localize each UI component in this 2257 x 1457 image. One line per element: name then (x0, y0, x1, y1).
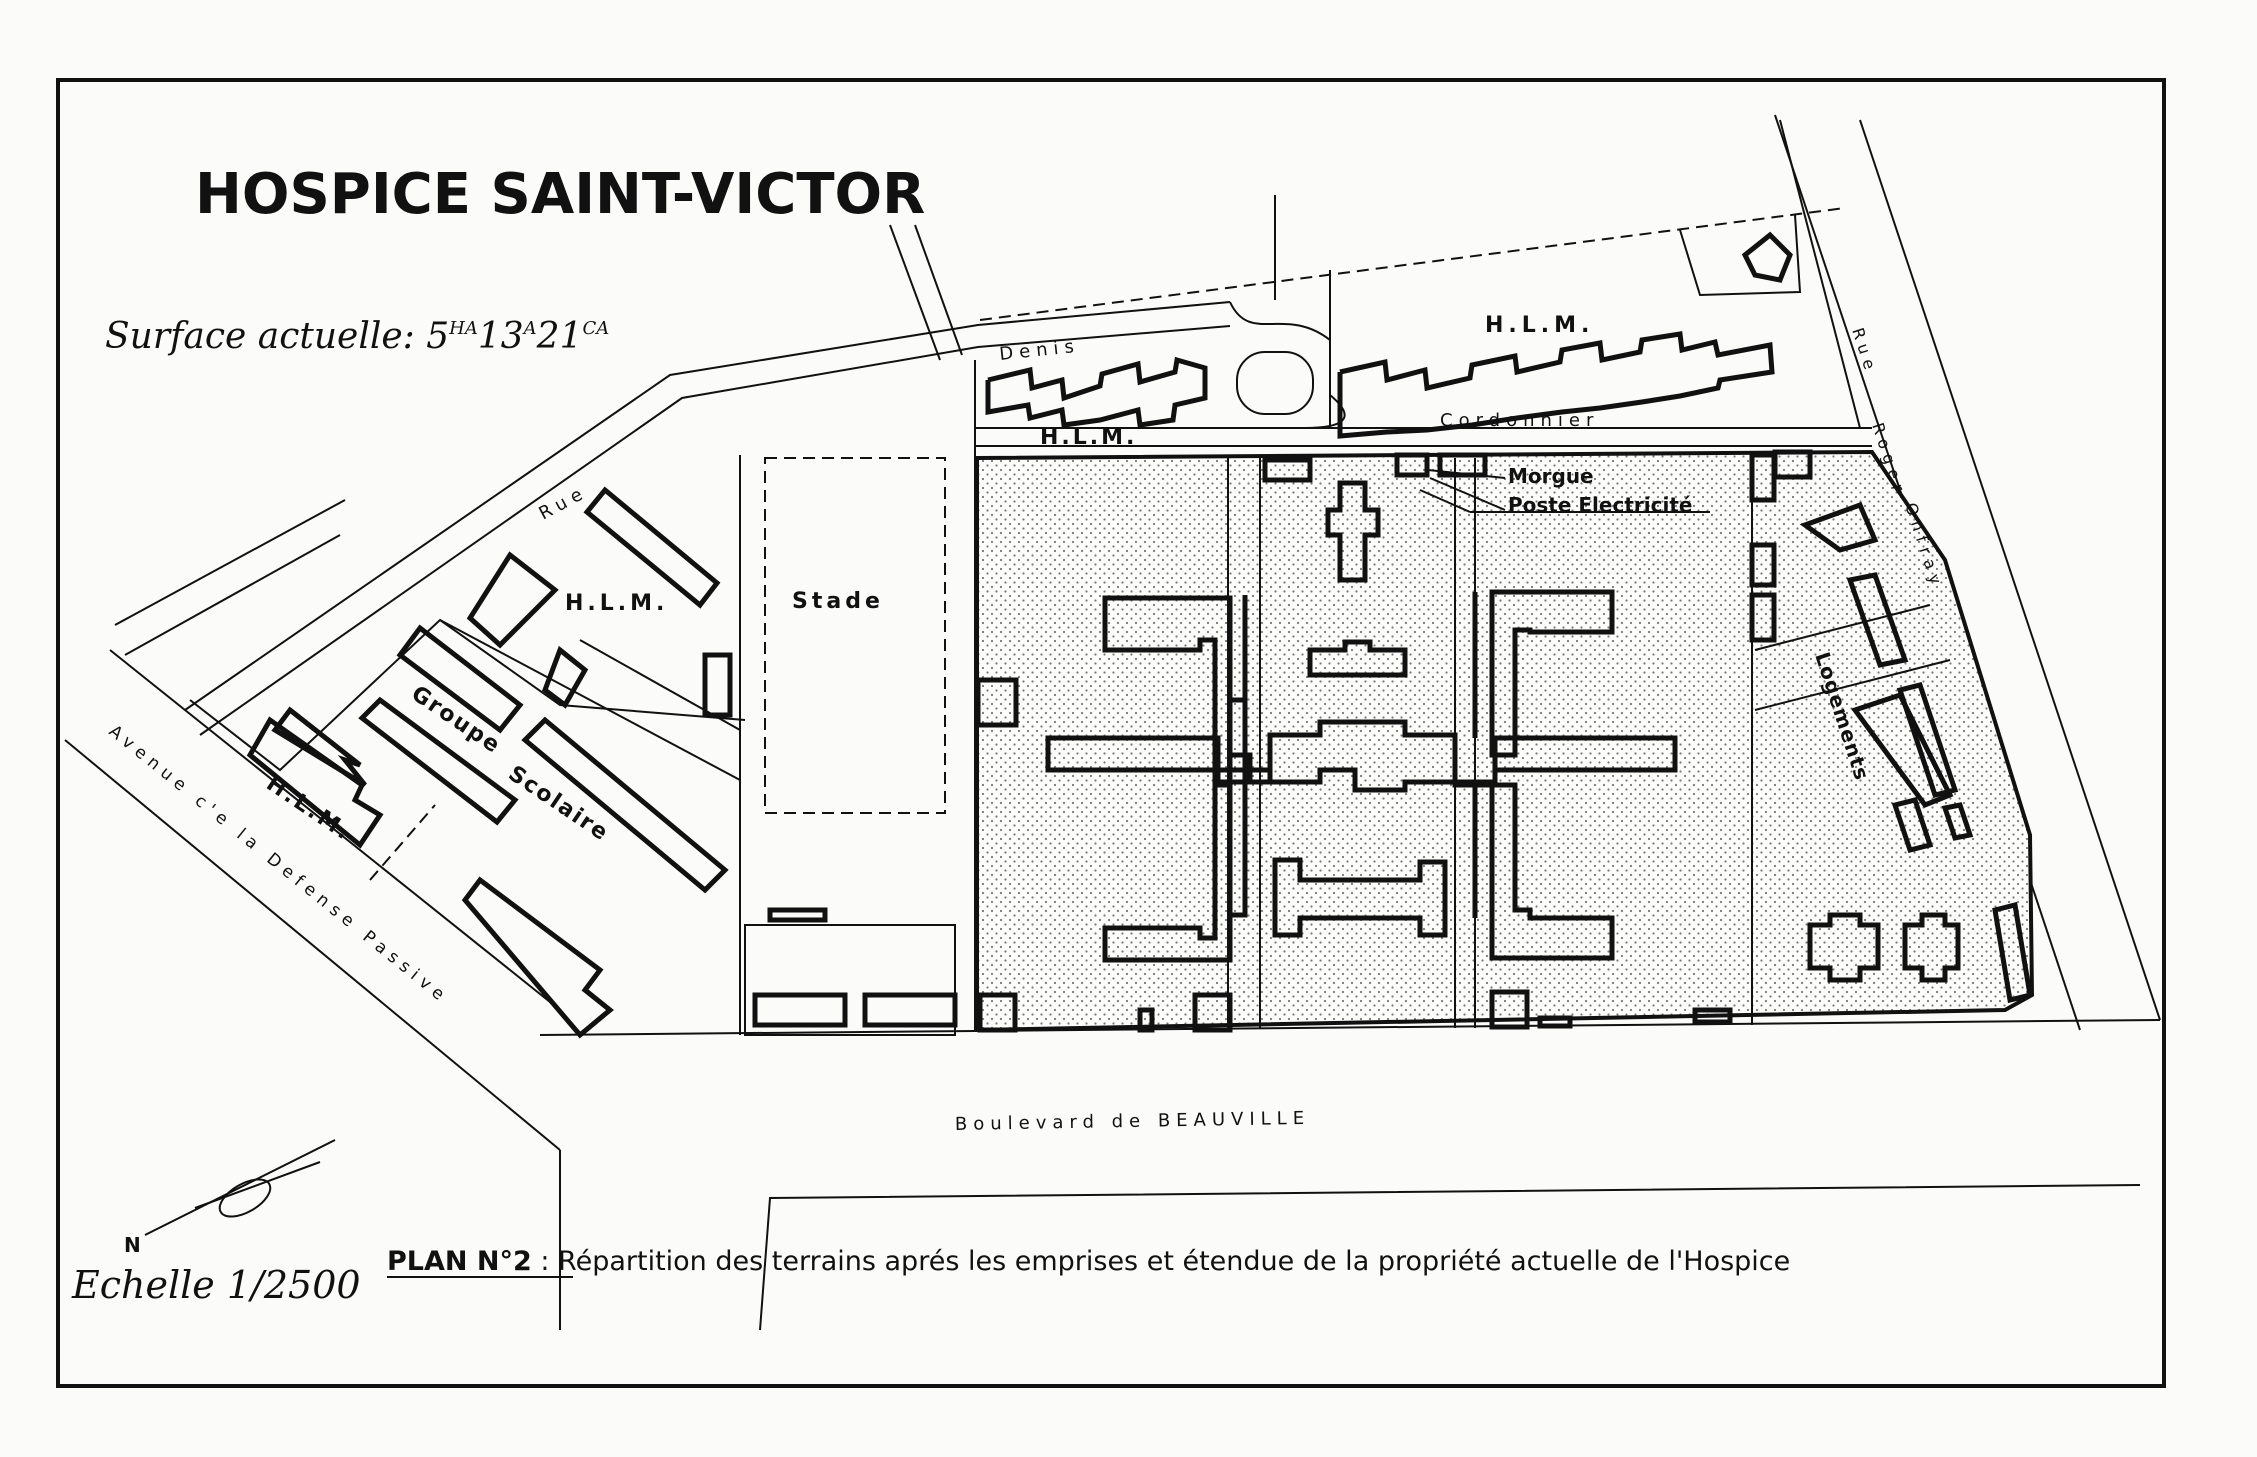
north-label: N (124, 1233, 141, 1257)
map-frame (56, 78, 2166, 1388)
hospice-pavilions (1045, 480, 1678, 963)
label-hlm-left: H.L.M. (565, 591, 668, 616)
street-label-avenue: Avenue c'e la Defense Passive (105, 721, 453, 1008)
lot-boundaries-left (189, 455, 746, 1035)
label-morgue: Morgue (1508, 464, 1594, 488)
surface-label: Surface actuelle: 5HA13A21CA (105, 316, 609, 357)
scale-label: Echelle 1/2500 (71, 1263, 361, 1307)
hlm-block-top-right (979, 119, 1861, 429)
label-hlm-top-right: H.L.M. (1485, 313, 1594, 338)
street-north-lane (889, 224, 963, 361)
hlm-buildings-top (985, 331, 1775, 439)
plan-caption: PLAN N°2 : Répartition des terrains apré… (387, 1246, 1790, 1277)
north-arrow: N (124, 1139, 336, 1257)
morgue-leaders (1427, 469, 1506, 511)
hlm-buildings-left (246, 486, 733, 1039)
street-curves (1229, 301, 1346, 429)
roundabout (1236, 351, 1314, 415)
stade-annex (744, 907, 958, 1036)
street-rue-denis (184, 301, 1231, 736)
stade (764, 457, 946, 814)
label-hlm-bottom-left: H.L.M. (262, 771, 357, 846)
street-label-boulevard: Boulevard de BEAUVILLE (955, 1108, 1311, 1135)
map-title: HOSPICE SAINT-VICTOR (195, 162, 925, 227)
street-avenue-defense-passive (64, 499, 561, 1330)
label-stade: Stade (792, 589, 884, 614)
label-poste-electricite: Poste Electricité (1508, 493, 1692, 517)
street-label-rue-left: Rue (535, 481, 591, 524)
street-boulevard-beauville (539, 1019, 2161, 1331)
label-scolaire: Scolaire (504, 761, 614, 846)
street-label-denis: Denis (998, 336, 1080, 365)
label-hlm-top-mid: H.L.M. (1040, 425, 1137, 450)
street-label-cordonnier: Cordonnier (1440, 410, 1599, 431)
hospice-small-buildings (975, 449, 2033, 1033)
